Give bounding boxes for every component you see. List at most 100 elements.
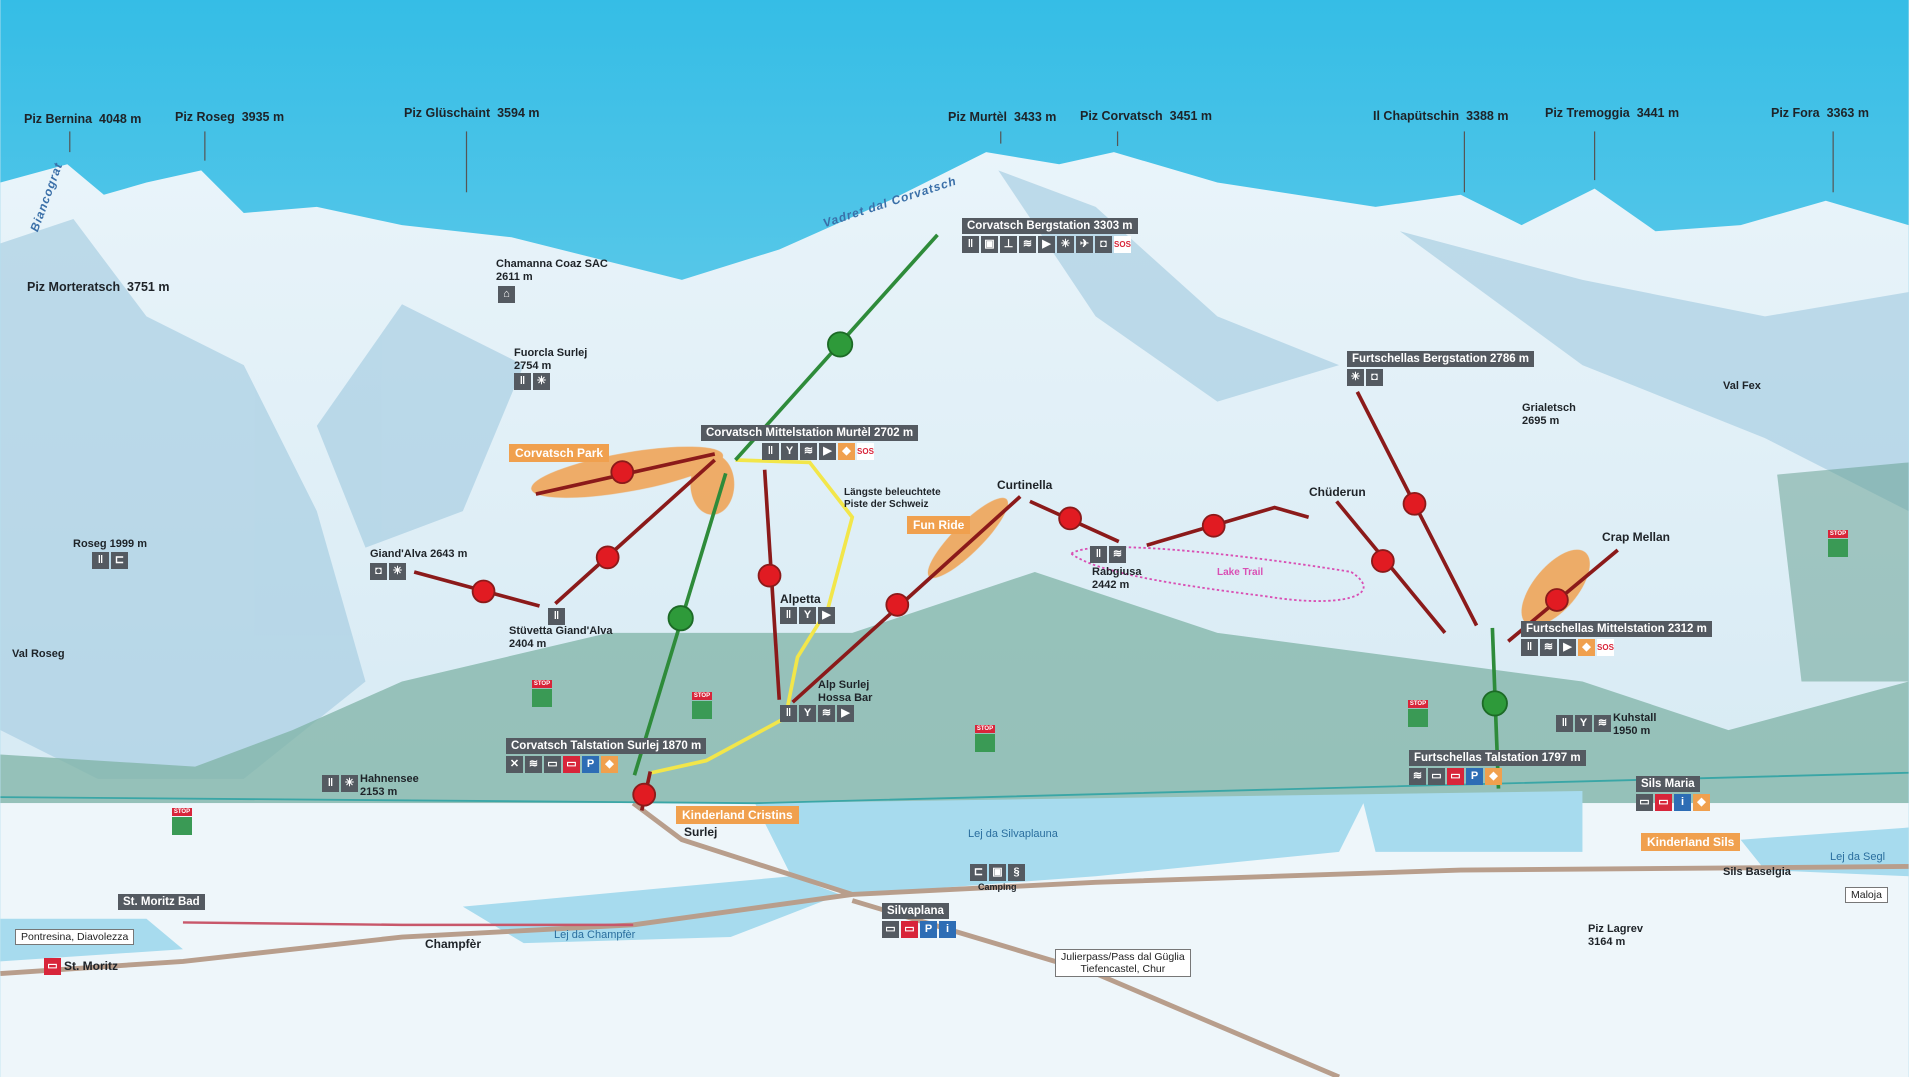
place-val-roseg: Val Roseg (12, 648, 65, 660)
lake-label-silvaplauna: Lej da Silvaplauna (968, 828, 1058, 840)
wifi-icon: ≋ (1409, 768, 1426, 785)
restaurant-icon: ‖ (1556, 715, 1573, 732)
sos-icon: SOS (857, 443, 874, 460)
facility-icons: ‖▣⊥≋▶✳✈◘SOS (962, 236, 1131, 253)
facility-icons: ‖Y≋ (1556, 715, 1611, 732)
direction-sign-pontresina: Pontresina, Diavolezza (15, 929, 135, 945)
wifi-icon: ≋ (1019, 236, 1036, 253)
lake-champfer (462, 876, 841, 944)
park-fun-ride[interactable]: Fun Ride (907, 516, 971, 534)
station-silvaplana[interactable]: Silvaplana (882, 903, 949, 919)
chairlift-icon[interactable] (610, 460, 635, 485)
facility-icons: ‖Y≋▶ (780, 705, 854, 722)
bed-icon: ⊏ (111, 552, 128, 569)
place-crap-mellan: Crap Mellan (1602, 530, 1671, 544)
restaurant-icon: ‖ (762, 443, 779, 460)
ski-rental-icon: ✕ (506, 756, 523, 773)
place-sils-baselgia: Sils Baselgia (1723, 866, 1791, 878)
place-alpetta: Alpetta (780, 592, 821, 606)
chairlift-icon[interactable] (595, 545, 620, 570)
peak-label-piz-morteratsch: Piz Morteratsch 3751 m (27, 280, 170, 294)
gondola-icon[interactable] (667, 605, 694, 632)
wildlife-stop-sign: STOP (172, 808, 192, 835)
facility-icons: ✕≋▭▭P◆ (506, 756, 618, 773)
station-furtschellas-talstation[interactable]: Furtschellas Talstation 1797 m (1409, 750, 1586, 766)
facility-icons: ‖Y≋▶◆SOS (762, 443, 874, 460)
station-furtschellas-bergstation[interactable]: Furtschellas Bergstation 2786 m (1347, 351, 1535, 367)
chairlift-icon[interactable] (885, 592, 910, 617)
ski-school-icon: ◆ (1578, 639, 1595, 656)
skilift-icon[interactable] (1545, 588, 1569, 612)
gondola-icon[interactable] (1481, 690, 1508, 717)
station-furtschellas-mittelstation[interactable]: Furtschellas Mittelstation 2312 m (1521, 621, 1712, 637)
restaurant-icon: ‖ (1090, 546, 1107, 563)
webcam-icon: ▶ (818, 607, 835, 624)
station-corvatsch-bergstation[interactable]: Corvatsch Bergstation 3303 m (962, 218, 1138, 234)
wildlife-stop-sign: STOP (692, 692, 712, 719)
viewpoint-icon: ✳ (1347, 369, 1364, 386)
parking-icon: P (1466, 768, 1483, 785)
station-corvatsch-mittelstation[interactable]: Corvatsch Mittelstation Murtèl 2702 m (701, 425, 919, 441)
wildlife-stop-sign: STOP (1828, 530, 1848, 557)
peak-pointers (69, 131, 1834, 193)
restaurant-icon: ‖ (780, 705, 797, 722)
facility-icons: ✳◘ (1347, 369, 1383, 386)
station-sils-maria[interactable]: Sils Maria (1636, 776, 1700, 792)
direction-sign-maloja: Maloja (1845, 887, 1888, 903)
bar-icon: Y (781, 443, 798, 460)
park-kinderland-sils[interactable]: Kinderland Sils (1641, 833, 1741, 851)
restaurant-icon: ‖ (514, 373, 531, 390)
wifi-icon: ≋ (1109, 546, 1126, 563)
skilift-icon[interactable] (1402, 491, 1427, 516)
shop-icon: ▣ (989, 864, 1006, 881)
forest (0, 571, 1909, 804)
park-kinderland-cristins[interactable]: Kinderland Cristins (676, 806, 799, 824)
wifi-icon: ≋ (818, 705, 835, 722)
place-surlej: Surlej (684, 825, 718, 839)
bus-icon: ▭ (1428, 768, 1445, 785)
peak-label-piz-bernina: Piz Bernina 4048 m (24, 112, 142, 126)
park-corvatsch-park[interactable]: Corvatsch Park (509, 444, 610, 462)
lake-label-champfer: Lej da Champfèr (554, 929, 636, 941)
wifi-icon: ≋ (525, 756, 542, 773)
restaurant-icon: ‖ (92, 552, 109, 569)
train-icon: ▭ (563, 756, 580, 773)
facility-icons: ▭▭i◆ (1636, 794, 1710, 811)
wifi-icon: ≋ (800, 443, 817, 460)
station-st-moritz-bad[interactable]: St. Moritz Bad (118, 894, 205, 910)
chairlift-icon[interactable] (1201, 513, 1226, 538)
chairlift-icon[interactable] (1058, 506, 1082, 531)
station-corvatsch-talstation[interactable]: Corvatsch Talstation Surlej 1870 m (506, 738, 707, 754)
camera-icon: ◘ (1095, 236, 1112, 253)
railway (182, 921, 634, 927)
wifi-icon: ≋ (1540, 639, 1557, 656)
parking-icon: P (582, 756, 599, 773)
chairlift-icon[interactable] (632, 782, 657, 807)
ski-school-icon: ◆ (1485, 768, 1502, 785)
viewpoint-icon: ✳ (341, 775, 358, 792)
place-curtinella: Curtinella (997, 478, 1053, 492)
ski-school-icon: ◆ (1693, 794, 1710, 811)
place-champfer: Champfèr (425, 937, 482, 951)
webcam-icon: ▶ (1038, 236, 1055, 253)
lake-trail-label[interactable]: Lake Trail (1217, 567, 1264, 578)
parking-icon: P (920, 921, 937, 938)
peak-label-piz-murtel: Piz Murtèl 3433 m (948, 110, 1057, 124)
chairlift-icon[interactable] (471, 579, 496, 604)
gondola-icon[interactable] (827, 331, 854, 358)
chairlift-icon[interactable] (757, 563, 782, 588)
facility-icons: ‖⊏ (92, 552, 128, 569)
ski-school-icon: ◆ (601, 756, 618, 773)
camera-icon: ◘ (1366, 369, 1383, 386)
info-icon: i (939, 921, 956, 938)
climbing-icon: § (1008, 864, 1025, 881)
skilift-icon[interactable] (1371, 549, 1395, 573)
place-val-fex: Val Fex (1723, 380, 1761, 392)
facility-icons: ‖≋▶◆SOS (1521, 639, 1614, 656)
